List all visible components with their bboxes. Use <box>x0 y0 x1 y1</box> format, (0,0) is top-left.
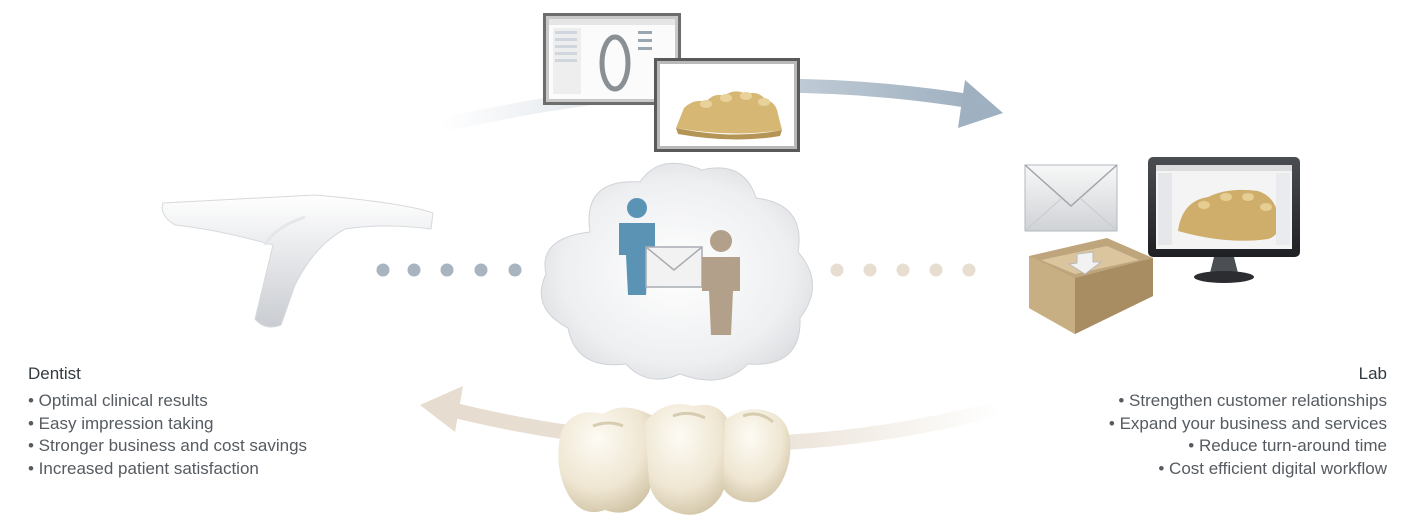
envelope-icon <box>1024 164 1118 232</box>
lab-panel: Lab • Strengthen customer relationships … <box>967 364 1387 480</box>
envelope-icon <box>645 246 703 288</box>
dentist-panel: Dentist • Optimal clinical results • Eas… <box>28 364 408 480</box>
dentist-dots-connector <box>376 263 522 277</box>
dentist-benefit: • Easy impression taking <box>28 413 214 433</box>
lab-title: Lab <box>1358 364 1387 383</box>
dentist-benefit: • Optimal clinical results <box>28 391 208 410</box>
lab-benefit: • Strengthen customer relationships <box>1118 391 1387 410</box>
crown-bridge-icon <box>558 404 791 515</box>
dentist-benefit: • Increased patient satisfaction <box>28 458 259 478</box>
inbox-tray-icon <box>1029 238 1153 334</box>
lab-benefit: • Cost efficient digital workflow <box>1158 458 1387 478</box>
lab-dots-connector <box>830 263 976 277</box>
dentist-benefit: • Stronger business and cost savings <box>28 436 308 455</box>
lab-benefit: • Expand your business and services <box>1108 413 1387 433</box>
monitor-icon <box>1148 157 1300 283</box>
person-icon <box>702 230 740 335</box>
dentist-title: Dentist <box>28 364 81 383</box>
intraoral-scanner-icon <box>161 194 434 328</box>
dental-model-screenshot-icon <box>654 58 800 152</box>
lab-benefit: • Reduce turn-around time <box>1188 436 1387 455</box>
